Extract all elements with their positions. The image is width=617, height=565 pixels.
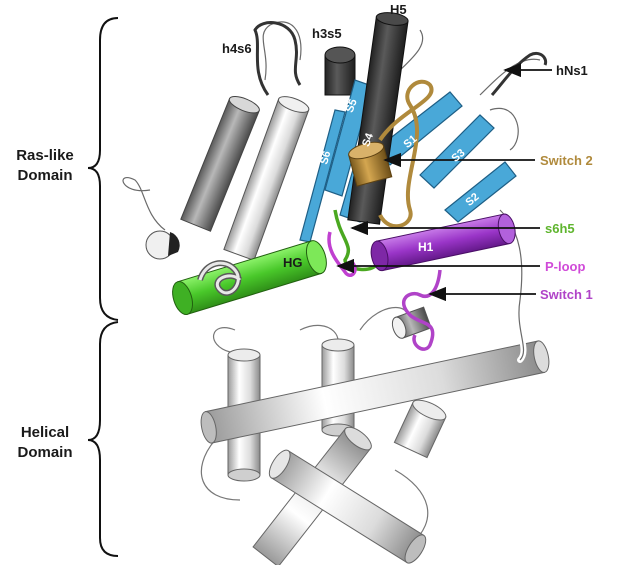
label-s6: S6 [318, 150, 333, 166]
helical-cylinder-c [393, 399, 447, 459]
callout-ploop: P-loop [545, 259, 585, 274]
strand-s3 [419, 114, 495, 189]
label-hg: HG [283, 255, 303, 270]
helical-cylinder-small [391, 306, 432, 339]
hg-helix [172, 240, 327, 316]
label-h1: H1 [418, 240, 434, 254]
label-hns1: hNs1 [556, 63, 588, 78]
ras-like-domain-brace [87, 17, 119, 321]
ras-like-domain [120, 12, 548, 363]
ras-cylinder-gray [180, 96, 260, 232]
label-h5: H5 [390, 2, 407, 17]
h1-helix [370, 213, 516, 272]
helical-domain [197, 304, 550, 565]
label-s5: S5 [344, 98, 360, 115]
callout-labels: Switch 2 s6h5 P-loop Switch 1 [540, 153, 593, 302]
callout-s6h5: s6h5 [545, 221, 575, 236]
hns1-loop [490, 51, 548, 96]
ras-like-domain-label-line2: Domain [17, 167, 72, 184]
h3s5-cylinder [324, 46, 356, 96]
helical-domain-brace [87, 321, 119, 557]
helical-domain-label-line2: Domain [17, 444, 72, 461]
h4s6-loop [253, 21, 302, 96]
strand-s6 [299, 109, 346, 243]
label-h3s5: h3s5 [312, 26, 342, 41]
ras-cylinder-white [223, 96, 310, 261]
ras-like-domain-label-line1: Ras-like [16, 147, 74, 164]
helical-cylinder-e [268, 449, 427, 564]
ras-cylinder-small [145, 230, 180, 260]
helical-cylinder-long [200, 340, 550, 444]
switch1-loop [402, 269, 442, 351]
helical-domain-label-line1: Helical [21, 424, 69, 441]
callout-switch2: Switch 2 [540, 153, 593, 168]
strand-s2 [444, 161, 517, 223]
callout-switch1: Switch 1 [540, 287, 593, 302]
callout-arrows [336, 62, 552, 302]
domain-brace-group [87, 17, 119, 557]
label-h4s6: h4s6 [222, 41, 252, 56]
domain-labels: Ras-like Domain Helical Domain [16, 147, 74, 461]
label-s4: S4 [360, 131, 376, 149]
element-labels: H5 h3s5 h4s6 hNs1 HG H1 S1 S2 S3 S4 S5 S… [222, 2, 588, 270]
